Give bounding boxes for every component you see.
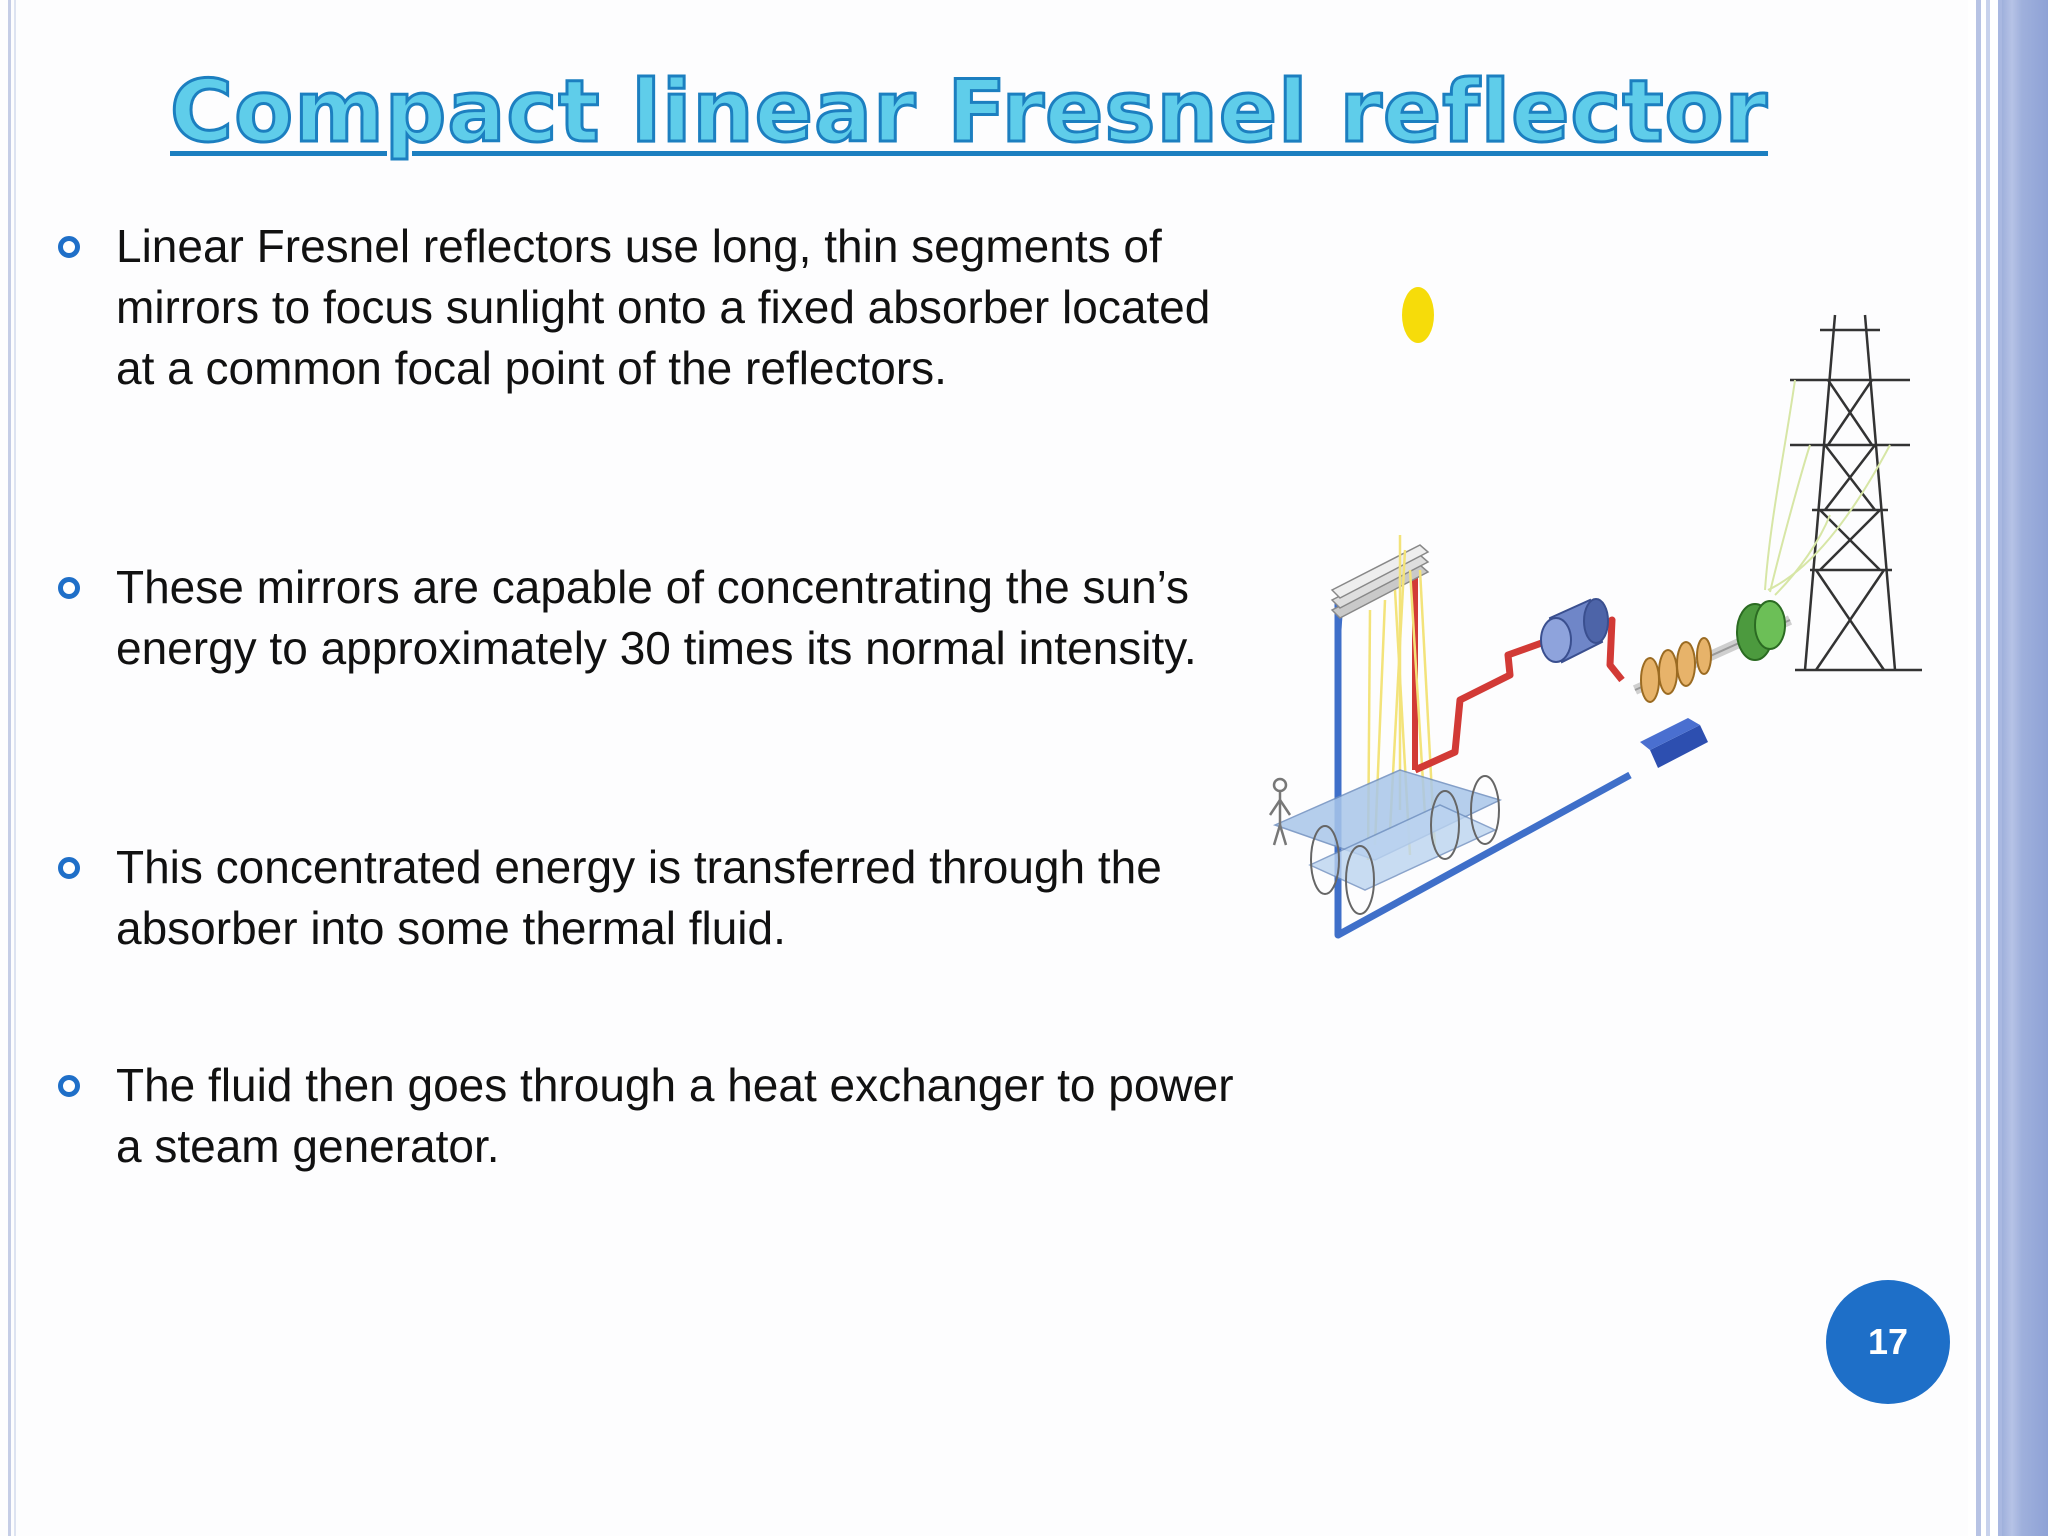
bullet-item: These mirrors are capable of concentrati… [58, 557, 1238, 837]
fresnel-plant-diagram [1268, 287, 1922, 939]
mirror-field [1272, 769, 1503, 915]
left-border-line-inner [14, 0, 16, 1536]
power-lines [1764, 379, 1891, 596]
bullet-item: The fluid then goes through a heat excha… [58, 1055, 1238, 1185]
page-number-badge: 17 [1826, 1280, 1950, 1404]
hot-pipe [1413, 636, 1552, 774]
left-border-line [8, 0, 11, 1536]
slide-title: Compact linear Fresnel reflector [169, 61, 1769, 164]
bullet-list: Linear Fresnel reflectors use long, thin… [58, 216, 1238, 1185]
storage-tank [1640, 718, 1708, 768]
transmission-tower-icon [1790, 314, 1922, 672]
person-icon [1268, 777, 1292, 846]
bullet-item: This concentrated energy is transferred … [58, 837, 1238, 1055]
right-decorative-band-inner [2002, 0, 2048, 1536]
bullet-text: This concentrated energy is transferred … [116, 841, 1162, 954]
bullet-text: These mirrors are capable of concentrati… [116, 561, 1197, 674]
bullet-text: The fluid then goes through a heat excha… [116, 1059, 1234, 1172]
heat-exchanger [1540, 598, 1609, 664]
hollow-circle-bullet-icon [58, 857, 80, 879]
sun-icon [1402, 287, 1434, 343]
hollow-circle-bullet-icon [58, 577, 80, 599]
bullet-item: Linear Fresnel reflectors use long, thin… [58, 216, 1238, 557]
bullet-text: Linear Fresnel reflectors use long, thin… [116, 220, 1211, 394]
right-decorative-band [1968, 0, 2048, 1536]
hollow-circle-bullet-icon [58, 236, 80, 258]
hollow-circle-bullet-icon [58, 1075, 80, 1097]
generator [1736, 600, 1786, 661]
